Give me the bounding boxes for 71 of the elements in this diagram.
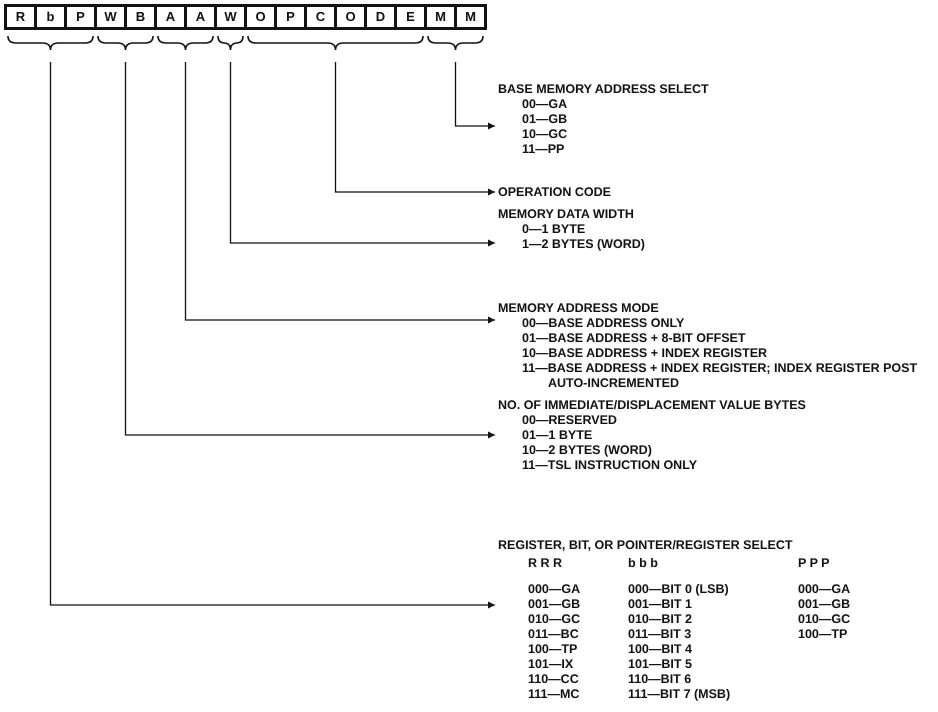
bit-cell: W <box>97 7 124 27</box>
bit-cell: B <box>127 7 154 27</box>
bit-cell: R <box>7 7 34 27</box>
code-entry: 010—BIT 2 <box>628 612 692 627</box>
code-entry: 101—BIT 5 <box>628 657 692 672</box>
code-entry: 11—BASE ADDRESS + INDEX REGISTER; INDEX REGISTER POST AUTO-INCREMENTED <box>522 361 918 391</box>
code-entry: 000—GA <box>798 582 850 597</box>
curly-brace <box>427 36 484 50</box>
section-heading: NO. OF IMMEDIATE/DISPLACEMENT VALUE BYTES <box>498 398 807 413</box>
column-header: b b b <box>628 556 658 571</box>
code-entry: 100—TP <box>798 627 848 642</box>
code-entry: 001—GB <box>798 597 850 612</box>
arrow <box>334 62 495 196</box>
bit-cell: M <box>457 7 484 27</box>
column-header: P P P <box>798 556 830 571</box>
code-entry: 10—2 BYTES (WORD) <box>522 443 653 458</box>
code-entry: 001—GB <box>528 597 580 612</box>
code-entry: 100—TP <box>528 642 578 657</box>
code-entry: 00—BASE ADDRESS ONLY <box>522 316 686 331</box>
code-entry: 110—BIT 6 <box>628 672 692 687</box>
bit-cell: A <box>187 7 214 27</box>
code-entry: 0—1 BYTE <box>522 222 586 237</box>
code-entry: 110—CC <box>528 672 579 687</box>
code-entry: 100—BIT 4 <box>628 642 692 657</box>
curly-brace <box>247 36 424 50</box>
bit-cell: O <box>337 7 364 27</box>
code-entry: 11—PP <box>522 142 566 157</box>
bit-cell: b <box>37 7 64 27</box>
section-heading: BASE MEMORY ADDRESS SELECT <box>498 82 710 97</box>
code-entry: 00—GA <box>522 97 568 112</box>
code-entry: 11—TSL INSTRUCTION ONLY <box>522 458 698 473</box>
code-entry: 01—GB <box>522 112 568 127</box>
curly-brace <box>217 36 244 50</box>
code-entry: 1—2 BYTES (WORD) <box>522 237 646 252</box>
bit-cell: O <box>247 7 274 27</box>
code-entry: 000—GA <box>528 582 580 597</box>
section-heading: OPERATION CODE <box>498 185 611 200</box>
code-entry: 10—BASE ADDRESS + INDEX REGISTER <box>522 346 768 361</box>
arrow <box>454 62 495 130</box>
code-entry: 011—BIT 3 <box>628 627 692 642</box>
code-entry: 010—GC <box>798 612 850 627</box>
code-entry: 001—BIT 1 <box>628 597 692 612</box>
bit-cell: E <box>397 7 424 27</box>
code-entry: 000—BIT 0 (LSB) <box>628 582 729 597</box>
section-heading: REGISTER, BIT, OR POINTER/REGISTER SELECT <box>498 538 792 553</box>
bit-cell: M <box>427 7 454 27</box>
bit-cell: P <box>277 7 304 27</box>
arrow <box>184 62 495 324</box>
section-heading: MEMORY ADDRESS MODE <box>498 301 660 316</box>
bit-cell: A <box>157 7 184 27</box>
code-entry: 10—GC <box>522 127 568 142</box>
code-entry: 111—MC <box>528 687 580 702</box>
code-entry: 011—BC <box>528 627 579 642</box>
bit-cell: P <box>67 7 94 27</box>
curly-brace <box>157 36 214 50</box>
code-entry: 010—GC <box>528 612 580 627</box>
arrow <box>124 62 495 438</box>
code-entry: 111—BIT 7 (MSB) <box>628 687 730 702</box>
column-header: R R R <box>528 556 562 571</box>
code-entry: 01—BASE ADDRESS + 8-BIT OFFSET <box>522 331 747 346</box>
section-heading: MEMORY DATA WIDTH <box>498 207 635 222</box>
arrow <box>230 62 495 246</box>
bit-cell: W <box>217 7 244 27</box>
code-entry: 00—RESERVED <box>522 413 618 428</box>
code-entry: 101—IX <box>528 657 574 672</box>
bit-cell: C <box>307 7 334 27</box>
arrow <box>50 62 495 608</box>
curly-brace <box>97 36 154 50</box>
bit-cell: D <box>367 7 394 27</box>
code-entry: 01—1 BYTE <box>522 428 594 443</box>
curly-brace <box>7 36 94 50</box>
